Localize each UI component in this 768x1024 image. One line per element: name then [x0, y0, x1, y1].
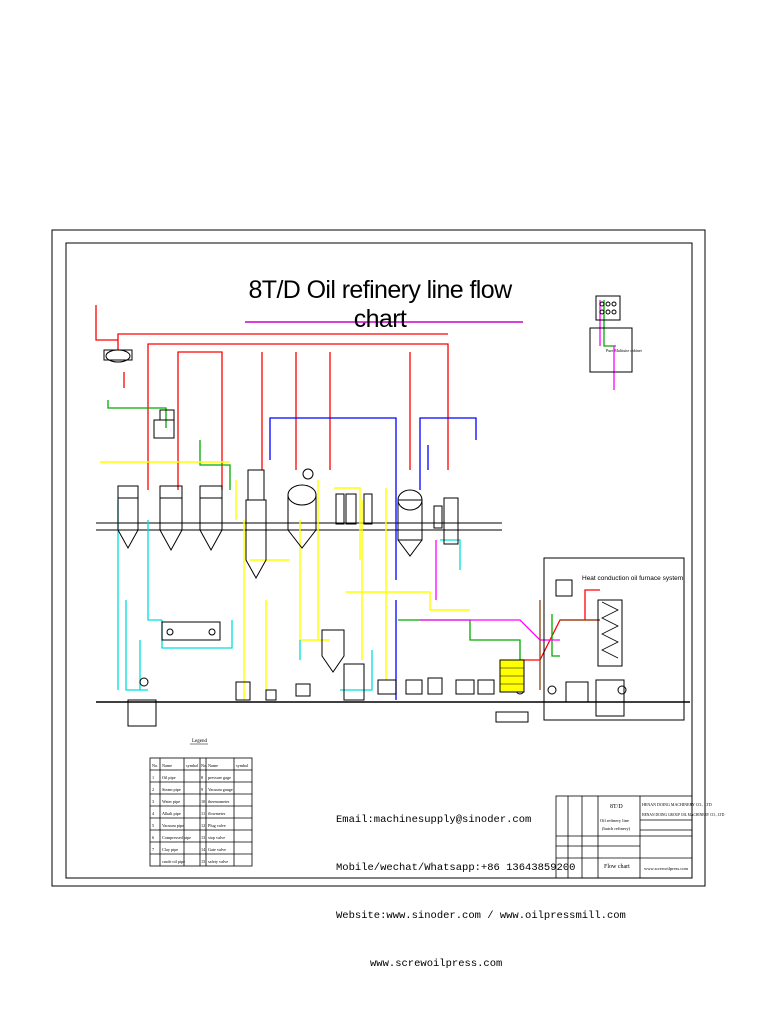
heat-system-label: Heat conduction oil furnace system — [582, 575, 683, 582]
steam-pipes — [95, 305, 600, 661]
vacuum-pipes — [269, 417, 477, 700]
soapstock-tanks — [161, 621, 221, 641]
contact-info: Email:machinesupply@sinoder.com Mobile/w… — [336, 780, 626, 988]
legend-table — [149, 757, 253, 867]
conduction-oil-pipes — [539, 600, 600, 690]
contact-website-2: www.screwoilpress.com — [370, 958, 503, 970]
alkali-pipes — [100, 461, 470, 700]
title-block — [555, 795, 693, 879]
title-block-product: Oil refinery line — [600, 818, 629, 823]
title-block-site: www.screwoilpress.com — [644, 866, 688, 871]
title-block-company: HENAN DOING MACHINERY CO., LTD — [642, 802, 712, 808]
title-block-capacity: 8T/D — [610, 804, 623, 810]
title-block-drawing-name: Flow chart — [604, 864, 630, 870]
storage-tanks — [127, 663, 529, 727]
title-block-product-sub: (batch refinery) — [602, 826, 631, 831]
outer-frame — [51, 229, 706, 887]
chart-title: 8T/D Oil refinery line flow chart — [248, 276, 512, 333]
vacuum-vessel — [397, 489, 423, 557]
clay-pipes — [420, 300, 615, 641]
clay-tank — [321, 629, 345, 673]
inner-frame — [65, 242, 693, 879]
water-pipes — [117, 500, 461, 691]
neutralizer-tanks — [117, 485, 223, 552]
crystallizer — [499, 659, 525, 693]
separator-units — [433, 497, 459, 545]
condenser-unit — [103, 349, 175, 439]
pumps — [139, 677, 525, 701]
cooling-cabinet-label: Pure Multiuite cabinet — [606, 348, 643, 353]
bleaching-tank — [245, 469, 267, 580]
contact-website: Website:www.sinoder.com / www.oilpressmi… — [336, 910, 626, 922]
cooling-cabinet — [589, 295, 633, 373]
heat-furnace-box — [543, 557, 685, 721]
deodorizer-vessel — [287, 468, 317, 549]
contact-email: Email:machinesupply@sinoder.com — [336, 814, 532, 826]
contact-mobile: Mobile/wechat/Whatsapp:+86 13643859200 — [336, 862, 576, 874]
filter-units — [335, 493, 373, 525]
legend-title: Legend — [192, 739, 207, 744]
title-block-company-2: HENAN DOING GROUP OIL MACHINERY CO., LTD — [642, 813, 725, 818]
